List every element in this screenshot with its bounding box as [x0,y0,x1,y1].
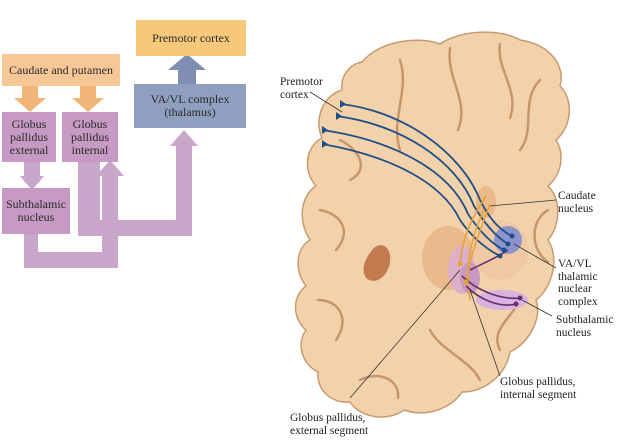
label-vavl-complex: VA/VL thalamic nuclear complex [558,258,633,308]
gp-internal-label-1: Globus [72,116,108,131]
label-vavl-1: VA/VL [558,258,592,270]
cortex-neurons [322,100,346,148]
gp-internal-label-2: pallidus [71,129,109,144]
label-stn-1: Subthalamic [556,314,614,326]
path-gpi-down [78,160,100,236]
gp-external-label-2: pallidus [10,129,48,144]
caudate-region [476,186,496,218]
label-vavl-3: complex [558,295,598,308]
label-vavl-2: thalamic nuclear [558,270,598,296]
arrowhead-to-gpe [14,98,46,112]
subthalamic-label-1: Subthalamic [6,197,66,211]
label-premotor-1: Premotor [280,76,323,88]
label-subthalamic-nucleus: Subthalamic nucleus [556,314,614,339]
label-gpi-1: Globus pallidus, [500,376,576,388]
label-gp-internal: Globus pallidus, internal segment [500,376,576,401]
label-premotor-2: cortex [280,88,309,101]
path-caudate-to-gpe [22,86,38,100]
label-gp-external: Globus pallidus, external segment [290,412,368,437]
vavl-label-2: (thalamus) [164,105,216,119]
arrowhead-to-stn [20,176,44,190]
label-caudate-nucleus: Caudate nucleus [558,190,596,215]
label-gpe-1: Globus pallidus, [290,412,366,424]
gp-internal-label-3: internal [71,142,109,157]
premotor-cortex-box: Premotor cortex [136,20,246,56]
subthalamic-label-2: nucleus [17,210,55,224]
label-caudate-1: Caudate [558,190,596,202]
vavl-nucleus [494,226,522,254]
arrowhead-to-premotor [168,54,206,70]
path-to-vavl-vertical [176,142,192,236]
caudate-putamen-label: Caudate and putamen [9,62,113,77]
label-gpe-2: external segment [290,424,369,437]
gp-external-label-3: external [9,142,49,157]
premotor-cortex-label: Premotor cortex [152,30,230,45]
gp-external-box: Globus pallidus external [2,112,56,162]
arrowhead-to-vavl [170,130,198,146]
caudate-putamen-box: Caudate and putamen [2,54,120,86]
arrowhead-to-gpi-from-caudate [72,98,104,112]
gp-external-label-1: Globus [11,116,47,131]
vavl-box: VA/VL complex (thalamus) [134,84,246,128]
label-caudate-2: nucleus [558,202,594,215]
vavl-label-1: VA/VL complex [150,92,230,106]
lateral-ventricle [363,245,391,281]
cortical-fibers [321,103,513,257]
brain-sulci [316,42,550,400]
path-stn-horizontal [24,252,118,268]
label-gpi-2: internal segment [500,388,577,401]
leader-lines [309,91,557,399]
arrowhead-to-gpi [96,160,124,176]
path-caudate-to-gpi [80,86,96,100]
subthalamic-box: Subthalamic nucleus [2,188,70,234]
gp-internal-box: Globus pallidus internal [62,112,118,162]
path-stn-up [102,172,118,268]
label-premotor-cortex: Premotor cortex [280,76,323,101]
label-stn-2: nucleus [556,326,592,339]
path-vavl-to-premotor [178,66,196,84]
brain-tissue [294,31,571,418]
